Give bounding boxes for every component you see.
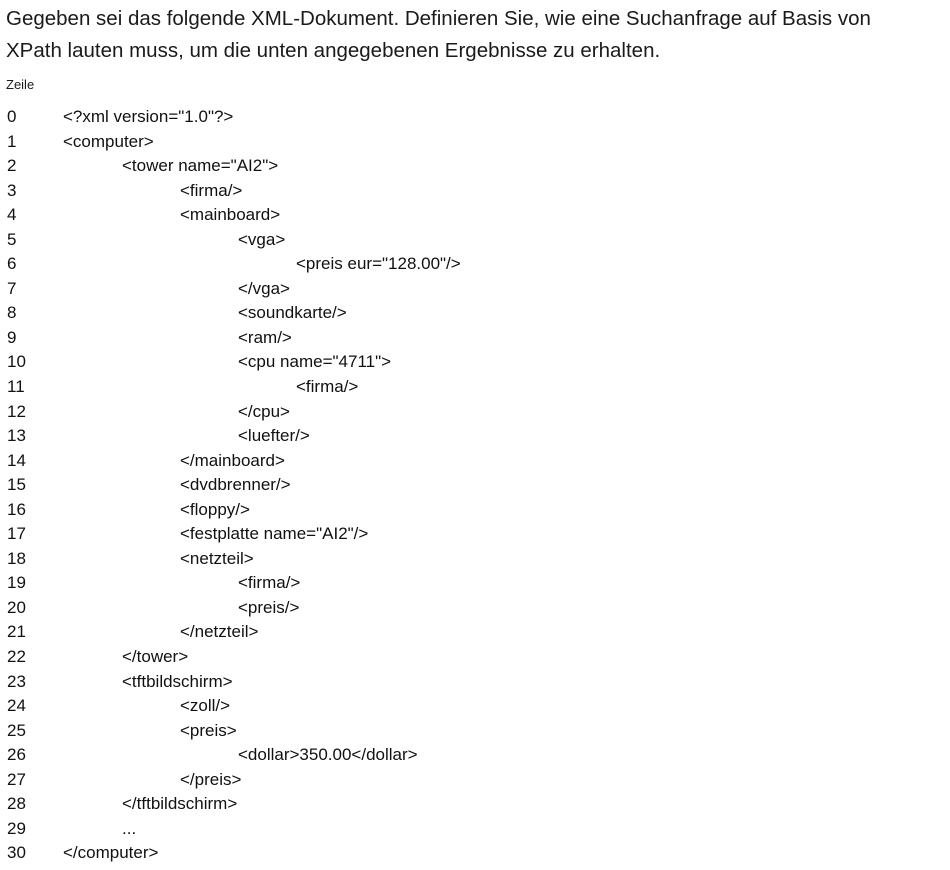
xml-line: 29...	[0, 817, 950, 842]
line-number: 10	[7, 352, 26, 372]
xml-line: 9 <ram/>	[0, 326, 950, 351]
xml-code-text: <tftbildschirm>	[122, 671, 233, 691]
line-number: 12	[7, 401, 26, 421]
xml-code-text: <netzteil>	[180, 548, 254, 568]
xml-code-text: <firma/>	[238, 573, 301, 593]
line-number: 9	[7, 327, 17, 347]
line-number: 27	[7, 769, 26, 789]
line-number: 3	[7, 180, 17, 200]
xml-code-text: </mainboard>	[180, 450, 285, 470]
xml-code-text: <?xml version="1.0"?>	[63, 107, 234, 126]
xml-line: 18 <netzteil>	[0, 547, 950, 572]
xml-code-text: <preis eur="128.00"/>	[296, 254, 461, 274]
task-description-line-1: Gegeben sei das folgende XML-Dokument. D…	[6, 7, 871, 30]
line-number: 8	[7, 303, 17, 323]
xml-line: 14 </mainboard>	[0, 449, 950, 474]
line-number: 14	[7, 450, 26, 470]
xml-line: 26 <dollar>350.00</dollar>	[0, 743, 950, 768]
xml-code-text: <floppy/>	[180, 499, 250, 519]
xml-line: 4 <mainboard>	[0, 203, 950, 228]
line-number: 5	[7, 229, 17, 249]
xml-code-text: <luefter/>	[238, 426, 310, 446]
xml-code-text: <ram/>	[238, 327, 292, 347]
xml-code-text: </computer>	[63, 843, 159, 863]
xml-line: 27 </preis>	[0, 768, 950, 793]
xml-line: 20 <preis/>	[0, 596, 950, 621]
line-number: 18	[7, 548, 26, 568]
xml-line: 5 <vga>	[0, 228, 950, 253]
xml-line: 12 </cpu>	[0, 400, 950, 425]
line-number: 24	[7, 696, 26, 716]
xml-code-text: </tower>	[122, 647, 189, 667]
xml-code-text: <preis/>	[238, 597, 300, 617]
line-number: 21	[7, 622, 26, 642]
xml-code-text: <tower name="AI2">	[122, 156, 279, 176]
xml-line: 19 <firma/>	[0, 571, 950, 596]
xml-listing: 0 <?xml version="1.0"?> 1 <computer> 2 <tower…	[0, 105, 950, 866]
line-number: 25	[7, 720, 26, 740]
xml-line: 16 <floppy/>	[0, 498, 950, 523]
line-number: 16	[7, 499, 26, 519]
line-number: 17	[7, 524, 26, 544]
xml-line: 22 </tower>	[0, 645, 950, 670]
xml-code-text: <cpu name="4711">	[238, 352, 392, 372]
line-number: 1	[7, 131, 17, 151]
line-number: 23	[7, 671, 26, 691]
line-number: 19	[7, 573, 26, 593]
xml-line: 25 <preis>	[0, 719, 950, 744]
line-number: 6	[7, 254, 17, 274]
task-description-line-2: XPath lauten muss, um die unten angegebe…	[6, 39, 661, 62]
xml-code-text: <firma/>	[180, 180, 243, 200]
line-number: 22	[7, 647, 26, 667]
line-number: 2	[7, 156, 17, 176]
xml-code-text: <computer>	[63, 131, 154, 151]
xml-line: 10 <cpu name="4711">	[0, 350, 950, 375]
xml-line: 2 <tower name="AI2">	[0, 154, 950, 179]
xml-line: 0 <?xml version="1.0"?>	[0, 105, 950, 130]
xml-code-text: <firma/>	[296, 377, 359, 397]
line-number: 7	[7, 278, 17, 298]
xml-line: 11 <firma/>	[0, 375, 950, 400]
xml-code-text: <preis>	[180, 720, 237, 740]
xml-code-text: <dvdbrenner/>	[180, 475, 291, 495]
xml-code-text: </vga>	[238, 278, 290, 298]
xml-code-text: ...	[122, 818, 137, 838]
xml-line: 23 <tftbildschirm>	[0, 670, 950, 695]
xml-code-text: <dollar>350.00</dollar>	[238, 745, 418, 765]
xml-line: 28 </tftbildschirm>	[0, 792, 950, 817]
line-number: 13	[7, 426, 26, 446]
line-number: 15	[7, 475, 26, 495]
line-number: 29	[7, 818, 26, 838]
xml-code-text: </netzteil>	[180, 622, 259, 642]
xml-line: 17 <festplatte name="AI2"/>	[0, 522, 950, 547]
xml-code-text: </preis>	[180, 769, 242, 789]
line-number: 28	[7, 794, 26, 814]
line-number: 20	[7, 597, 26, 617]
xml-line: 15 <dvdbrenner/>	[0, 473, 950, 498]
line-number-column-label: Zeile	[6, 77, 35, 92]
line-number: 11	[7, 377, 25, 397]
xml-code-text: </cpu>	[238, 401, 290, 421]
xml-line: 13 <luefter/>	[0, 424, 950, 449]
xml-line: 8 <soundkarte/>	[0, 301, 950, 326]
xml-line: 3 <firma/>	[0, 179, 950, 204]
xml-line: 1 <computer>	[0, 130, 950, 155]
xml-line: 6 <preis eur="128.00"/>	[0, 252, 950, 277]
line-number: 4	[7, 205, 17, 225]
xml-line: 21 </netzteil>	[0, 620, 950, 645]
xml-code-text: <zoll/>	[180, 696, 231, 716]
xml-line: 7 </vga>	[0, 277, 950, 302]
xml-code-text: <vga>	[238, 229, 286, 249]
line-number: 0	[7, 107, 17, 126]
xml-line: 24 <zoll/>	[0, 694, 950, 719]
xml-code-text: <soundkarte/>	[238, 303, 347, 323]
line-number: 30	[7, 843, 26, 863]
xml-code-text: <festplatte name="AI2"/>	[180, 524, 369, 544]
xml-line: 30 </computer>	[0, 841, 950, 866]
task-description: Gegeben sei das folgende XML-Dokument. D…	[6, 3, 946, 67]
xml-code-text: <mainboard>	[180, 205, 281, 225]
xml-code-text: </tftbildschirm>	[122, 794, 238, 814]
line-number: 26	[7, 745, 26, 765]
